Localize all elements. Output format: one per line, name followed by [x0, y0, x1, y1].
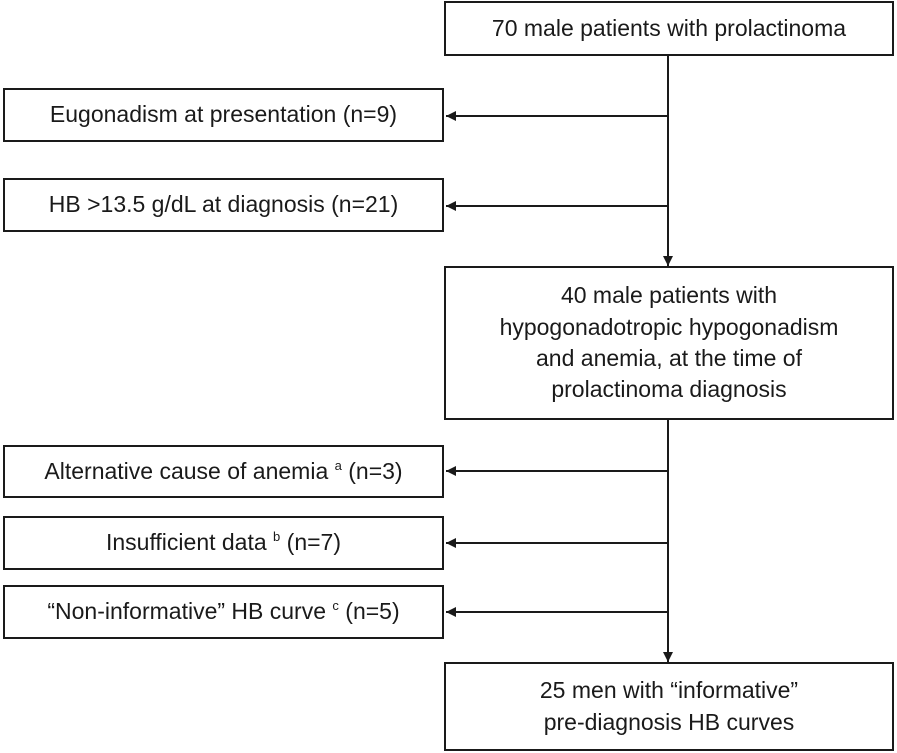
hb-high-text: HB >13.5 g/dL at diagnosis (n=21): [48, 191, 399, 218]
footnote-marker-b: b: [273, 529, 281, 545]
alternative-cause-text: Alternative cause of anemia a (n=3): [44, 456, 402, 487]
box-start-cohort: 70 male patients with prolactinoma: [444, 1, 894, 56]
final-box-text: 25 men with “informative” pre-diagnosis …: [540, 675, 798, 738]
eugonadism-text: Eugonadism at presentation (n=9): [49, 101, 398, 128]
box-exclusion-alternative-cause: Alternative cause of anemia a (n=3): [3, 445, 444, 498]
alternative-cause-count: (n=3): [341, 457, 403, 484]
middle-line-4: prolactinoma diagnosis: [551, 376, 787, 403]
middle-box-text: 40 male patients with hypogonadotropic h…: [500, 280, 839, 405]
final-line-2: pre-diagnosis HB curves: [543, 708, 795, 735]
middle-line-1: 40 male patients with: [560, 282, 778, 309]
footnote-marker-c: c: [332, 598, 339, 614]
final-line-1: 25 men with “informative”: [539, 677, 799, 704]
box-hypogonadism-anemia: 40 male patients with hypogonadotropic h…: [444, 266, 894, 420]
insufficient-data-label: Insufficient data: [105, 529, 274, 556]
non-informative-text: “Non-informative” HB curve c (n=5): [47, 596, 399, 627]
box-start-text: 70 male patients with prolactinoma: [491, 14, 847, 41]
insufficient-data-text: Insufficient data b (n=7): [106, 527, 341, 558]
alternative-cause-label: Alternative cause of anemia: [44, 457, 335, 484]
footnote-marker-a: a: [334, 457, 342, 473]
box-exclusion-insufficient-data: Insufficient data b (n=7): [3, 516, 444, 570]
non-informative-label: “Non-informative” HB curve: [47, 598, 333, 625]
middle-line-2: hypogonadotropic hypogonadism: [499, 313, 839, 340]
box-exclusion-hb-high: HB >13.5 g/dL at diagnosis (n=21): [3, 178, 444, 232]
box-exclusion-eugonadism: Eugonadism at presentation (n=9): [3, 88, 444, 142]
middle-line-3: and anemia, at the time of: [536, 345, 802, 371]
box-exclusion-non-informative: “Non-informative” HB curve c (n=5): [3, 585, 444, 639]
insufficient-data-count: (n=7): [280, 529, 342, 556]
box-final-cohort: 25 men with “informative” pre-diagnosis …: [444, 662, 894, 751]
non-informative-count: (n=5): [338, 598, 400, 625]
